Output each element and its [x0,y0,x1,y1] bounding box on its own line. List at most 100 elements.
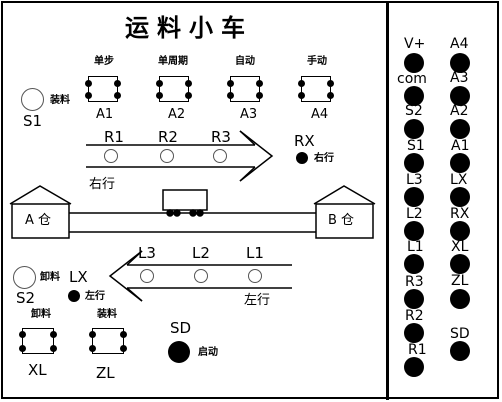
sensor-light-l3 [140,269,154,283]
terminal-label: A2 [450,103,469,119]
terminal-label: RX [450,206,470,222]
start-button[interactable] [168,341,190,363]
switch-contact [298,80,305,87]
switch-box [230,76,260,102]
terminal-pin[interactable] [404,221,424,241]
rx-indicator-light [296,152,308,164]
terminal-pin[interactable] [450,341,470,361]
switch-contact [298,92,305,99]
terminal-divider [386,1,389,400]
indicator-label: ZL [96,364,115,382]
warehouse-a-label: A 仓 [25,213,52,228]
indicator-contact [50,345,57,352]
terminal-label: A4 [450,36,469,52]
terminal-pin[interactable] [404,187,424,207]
lx-label: LX [69,268,88,286]
mode-label: A2 [168,107,186,122]
indicator-tag: 装料 [97,309,117,320]
warehouse-b-shape [313,185,376,239]
terminal-label: R1 [408,342,427,358]
lx-indicator-light [68,290,80,302]
sensor-label-r3: R3 [211,128,231,146]
terminal-label: SD [450,326,470,342]
switch-contact [85,92,92,99]
terminal-pin[interactable] [450,254,470,274]
terminal-pin[interactable] [404,289,424,309]
terminal-pin[interactable] [450,153,470,173]
start-label: SD [170,319,192,337]
indicator-box [22,328,54,354]
rx-tag: 右行 [314,153,334,164]
unloading-push-button[interactable] [13,266,36,289]
warehouse-a-shape [9,185,72,239]
sensor-light-r1 [104,149,118,163]
sensor-label-r2: R2 [158,128,178,146]
terminal-pin[interactable] [450,221,470,241]
terminal-pin[interactable] [450,289,470,309]
terminal-pin[interactable] [450,187,470,207]
indicator-box [92,328,124,354]
terminal-label: R2 [405,308,424,324]
switch-contact [114,80,121,87]
start-tag: 启动 [198,347,218,358]
mode-tag: 手动 [307,56,327,67]
mode-label: A4 [311,107,329,122]
sensor-label-l1: L1 [246,244,264,262]
terminal-label: L3 [406,172,423,188]
terminal-pin[interactable] [404,254,424,274]
terminal-label: LX [450,172,468,188]
terminal-label: com [397,71,427,87]
terminal-pin[interactable] [404,86,424,106]
switch-contact [85,80,92,87]
terminal-label: A1 [451,138,470,154]
indicator-contact [120,345,127,352]
indicator-contact [19,331,26,338]
switch-contact [256,80,263,87]
terminal-label: S1 [407,138,425,154]
terminal-pin[interactable] [450,119,470,139]
right-direction-label: 右行 [89,177,116,192]
terminal-label: A3 [450,70,469,86]
warehouse-b-label: B 仓 [328,213,355,228]
switch-contact [185,80,192,87]
switch-contact [256,92,263,99]
switch-contact [156,80,163,87]
right-arrow [86,130,274,182]
terminal-pin[interactable] [404,119,424,139]
switch-contact [327,80,334,87]
sensor-label-l3: L3 [138,244,156,262]
sensor-light-r2 [160,149,174,163]
terminal-label: S2 [405,103,423,119]
terminal-pin[interactable] [404,53,424,73]
terminal-pin[interactable] [450,86,470,106]
terminal-pin[interactable] [404,153,424,173]
unloading-button-tag: 卸料 [40,272,60,283]
terminal-label: V+ [404,36,426,52]
terminal-pin[interactable] [404,357,424,377]
unloading-button-label: S2 [16,289,36,307]
indicator-label: XL [28,361,47,379]
left-direction-label: 左行 [244,293,271,308]
sensor-light-l2 [194,269,208,283]
indicator-contact [120,331,127,338]
indicator-contact [50,331,57,338]
loading-push-button[interactable] [21,88,44,111]
mode-label: A1 [96,107,114,122]
switch-contact [156,92,163,99]
indicator-contact [89,345,96,352]
sensor-label-r1: R1 [104,128,124,146]
indicator-contact [19,345,26,352]
sensor-light-l1 [248,269,262,283]
lx-tag: 左行 [85,291,105,302]
switch-contact [185,92,192,99]
terminal-label: L2 [406,206,423,222]
indicator-tag: 卸料 [31,309,51,320]
terminal-pin[interactable] [450,53,470,73]
terminal-label: XL [451,239,469,255]
switch-box [301,76,331,102]
terminal-pin[interactable] [404,323,424,343]
rx-label: RX [294,132,315,150]
switch-contact [227,92,234,99]
